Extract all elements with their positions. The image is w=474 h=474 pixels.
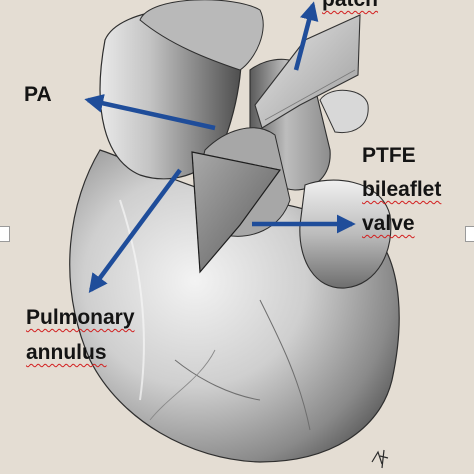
coronary-vessel-1: [259, 299, 311, 431]
label-ptfe-line3: valve: [362, 212, 415, 235]
label-pa: PA: [24, 83, 52, 106]
arrow-patch: [293, 1, 319, 71]
patch-fold-line: [264, 69, 356, 121]
label-patch: patch: [322, 0, 378, 13]
arrow-pa: [84, 94, 216, 131]
artist-signature-icon: [371, 449, 389, 469]
right-edge-marker: [465, 226, 474, 242]
right-vessel-stub: [319, 89, 369, 134]
arrow-pulmonary-annulus: [88, 168, 182, 294]
label-ptfe-line1: PTFE: [362, 144, 416, 167]
left-edge-marker: [0, 226, 10, 242]
label-pulmonary-line1: Pulmonary: [26, 306, 135, 329]
highlight-line: [119, 199, 145, 401]
label-pulmonary-line2: annulus: [26, 341, 107, 364]
coronary-vessel-3: [149, 349, 216, 421]
coronary-vessel-2: [174, 359, 261, 401]
label-ptfe-line2: bileaflet: [362, 178, 442, 201]
pa-branch-top: [139, 0, 264, 71]
suture-line-left: [191, 151, 201, 273]
right-atrium: [299, 179, 392, 289]
